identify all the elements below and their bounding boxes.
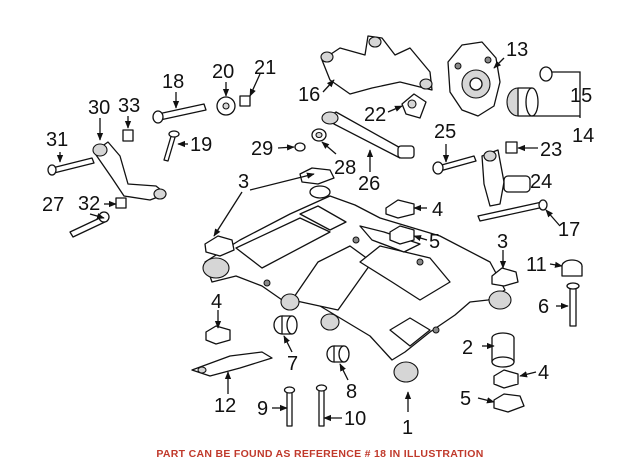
upper-bracket[interactable]: [320, 35, 433, 95]
callout-26: 26: [358, 173, 380, 195]
callout-4: 4: [432, 199, 443, 221]
reference-note: PART CAN BE FOUND AS REFERENCE # 18 IN I…: [156, 448, 484, 460]
callout-3: 3: [497, 231, 508, 253]
callout-10: 10: [344, 408, 366, 430]
callout-14: 14: [572, 125, 594, 147]
callout-18: 18: [162, 71, 184, 93]
callout-12: 12: [214, 395, 236, 417]
knuckle-bushing[interactable]: [506, 87, 539, 117]
callout-33: 33: [118, 95, 140, 117]
callout-9: 9: [257, 398, 268, 420]
callout-30: 30: [88, 97, 110, 119]
bushing-2[interactable]: [491, 332, 515, 368]
nut-32[interactable]: [115, 197, 127, 209]
washer-28[interactable]: [311, 128, 327, 142]
callout-22: 22: [364, 104, 386, 126]
mount-pad-4-upper[interactable]: [385, 199, 415, 219]
wheel-carrier[interactable]: [447, 41, 501, 117]
callout-13: 13: [506, 39, 528, 61]
callout-17: 17: [558, 219, 580, 241]
callout-8: 8: [346, 381, 357, 403]
bolt-27[interactable]: [69, 211, 110, 238]
bolt-9[interactable]: [283, 386, 296, 427]
callout-31: 31: [46, 129, 68, 151]
callout-15: 15: [570, 85, 592, 107]
bolt-18[interactable]: [152, 103, 207, 124]
callout-3: 3: [238, 171, 249, 193]
mount-pad-5-right[interactable]: [493, 393, 525, 413]
nut-29[interactable]: [294, 142, 306, 152]
upper-arm-30[interactable]: [92, 141, 167, 201]
leader-lines: [56, 57, 581, 422]
control-arm-26[interactable]: [321, 111, 415, 159]
callout-5: 5: [429, 231, 440, 253]
washer-20[interactable]: [216, 96, 236, 116]
callout-29: 29: [251, 138, 273, 160]
reinforcement-plate[interactable]: [191, 351, 273, 377]
callout-28: 28: [334, 157, 356, 179]
mount-pad-4-left[interactable]: [205, 325, 231, 345]
bushing-7[interactable]: [273, 315, 298, 335]
callout-11: 11: [526, 254, 547, 276]
callout-5: 5: [460, 388, 471, 410]
nut-23[interactable]: [505, 141, 518, 154]
nut-21[interactable]: [239, 95, 251, 107]
mount-pad-4-right[interactable]: [493, 369, 519, 389]
bolt-17[interactable]: [477, 199, 548, 222]
nut-33[interactable]: [122, 129, 134, 142]
callout-16: 16: [298, 84, 320, 106]
mount-pad-3-right[interactable]: [491, 267, 519, 287]
callout-4: 4: [538, 362, 549, 384]
toe-link-end[interactable]: [401, 93, 427, 119]
bolt-25[interactable]: [432, 155, 477, 175]
mount-pad-3-upper[interactable]: [299, 167, 335, 185]
bolt-31[interactable]: [47, 157, 95, 176]
callout-24: 24: [530, 171, 552, 193]
callout-20: 20: [212, 61, 234, 83]
callout-21: 21: [254, 57, 276, 79]
bolt-10[interactable]: [315, 384, 328, 427]
bolt-19[interactable]: [163, 130, 180, 162]
callout-25: 25: [434, 121, 456, 143]
callout-32: 32: [78, 193, 100, 215]
callout-23: 23: [540, 139, 562, 161]
callout-4: 4: [211, 291, 222, 313]
bushing-8[interactable]: [326, 345, 350, 363]
callout-1: 1: [402, 417, 413, 439]
bolt-6[interactable]: [566, 282, 580, 327]
circlip[interactable]: [539, 66, 553, 82]
callout-7: 7: [287, 353, 298, 375]
link-24[interactable]: [481, 149, 531, 207]
rear-subframe[interactable]: [202, 185, 512, 383]
callout-labels: 1 2 3 3 4 4 4 5 5 6 7 8 9 10 11 12 13 14…: [42, 39, 594, 439]
callout-27: 27: [42, 194, 64, 216]
nut-11[interactable]: [561, 259, 583, 277]
callout-19: 19: [190, 134, 212, 156]
callout-2: 2: [462, 337, 473, 359]
callout-6: 6: [538, 296, 549, 318]
